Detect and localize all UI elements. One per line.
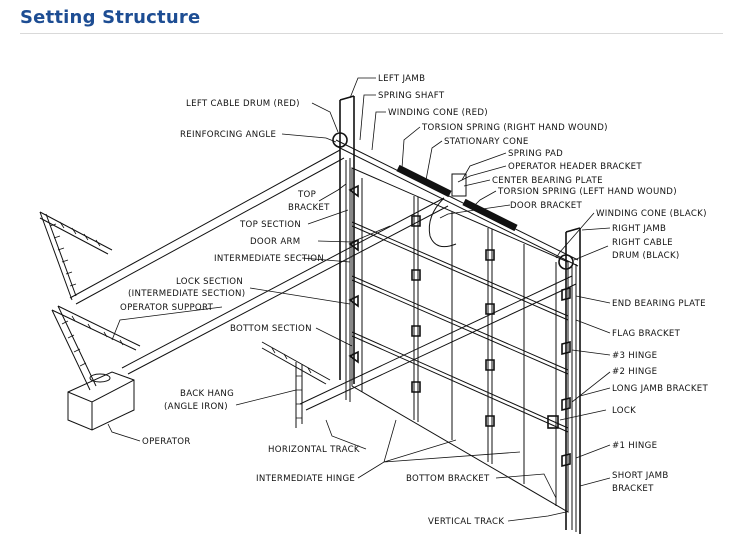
label-operator-support: OPERATOR SUPPORT [120, 303, 214, 313]
leader-lines [107, 77, 611, 522]
label-hinge-3: #3 HINGE [612, 351, 657, 361]
label-lock-section-1: LOCK SECTION [176, 277, 243, 287]
label-bottom-section: BOTTOM SECTION [230, 324, 312, 334]
label-hinge-1: #1 HINGE [612, 441, 657, 451]
page-title: Setting Structure [20, 7, 201, 28]
label-intermediate-section: INTERMEDIATE SECTION [214, 254, 324, 264]
label-right-jamb: RIGHT JAMB [612, 224, 666, 234]
door-drawing [39, 95, 581, 534]
diagram-svg: LEFT JAMB SPRING SHAFT LEFT CABLE DRUM (… [39, 74, 708, 534]
label-hinge-2: #2 HINGE [612, 367, 657, 377]
label-winding-cone-black: WINDING CONE (BLACK) [596, 209, 707, 219]
label-vertical-track: VERTICAL TRACK [428, 517, 504, 527]
label-top-bracket-2: BRACKET [288, 203, 330, 213]
label-long-jamb-bracket: LONG JAMB BRACKET [612, 384, 708, 394]
label-spring-pad: SPRING PAD [508, 149, 563, 159]
hinges [348, 184, 571, 468]
label-operator: OPERATOR [142, 437, 191, 447]
label-stationary-cone: STATIONARY CONE [444, 137, 529, 147]
lock-shape [547, 415, 559, 429]
label-door-bracket: DOOR BRACKET [510, 201, 582, 211]
label-torsion-spring-right: TORSION SPRING (RIGHT HAND WOUND) [421, 123, 608, 133]
spring-shaft-shape [332, 132, 579, 270]
label-top-section: TOP SECTION [239, 220, 301, 230]
label-left-jamb: LEFT JAMB [378, 74, 425, 84]
header: Setting Structure [0, 0, 753, 40]
label-door-arm: DOOR ARM [250, 237, 301, 247]
label-end-bearing-plate: END BEARING PLATE [612, 299, 706, 309]
label-torsion-spring-left: TORSION SPRING (LEFT HAND WOUND) [497, 187, 677, 197]
label-lock: LOCK [612, 406, 636, 416]
horizontal-tracks [69, 149, 577, 411]
back-hang-right [261, 341, 331, 428]
label-operator-header-bracket: OPERATOR HEADER BRACKET [508, 162, 642, 172]
label-back-hang-1: BACK HANG [180, 389, 234, 399]
garage-door-diagram: LEFT JAMB SPRING SHAFT LEFT CABLE DRUM (… [0, 40, 753, 552]
label-top-bracket-1: TOP [297, 190, 316, 200]
label-short-jamb-bracket-1: SHORT JAMB [612, 471, 669, 481]
operator-rail [121, 197, 457, 375]
label-flag-bracket: FLAG BRACKET [612, 329, 681, 339]
label-reinforcing-angle: REINFORCING ANGLE [180, 130, 276, 140]
label-winding-cone-red: WINDING CONE (RED) [388, 108, 488, 118]
operator-unit [67, 371, 135, 431]
label-short-jamb-bracket-2: BRACKET [612, 484, 654, 494]
label-spring-shaft: SPRING SHAFT [378, 91, 445, 101]
label-bottom-bracket: BOTTOM BRACKET [406, 474, 490, 484]
label-right-cable-drum-1: RIGHT CABLE [612, 238, 673, 248]
label-left-cable-drum: LEFT CABLE DRUM (RED) [186, 99, 300, 109]
back-hang-left [39, 211, 113, 301]
label-center-bearing-plate: CENTER BEARING PLATE [492, 176, 603, 186]
label-back-hang-2: (ANGLE IRON) [164, 402, 228, 412]
title-divider [20, 33, 723, 34]
label-horizontal-track: HORIZONTAL TRACK [268, 445, 360, 455]
label-intermediate-hinge: INTERMEDIATE HINGE [256, 474, 355, 484]
diagram-labels: LEFT JAMB SPRING SHAFT LEFT CABLE DRUM (… [120, 74, 708, 527]
label-right-cable-drum-2: DRUM (BLACK) [612, 251, 680, 261]
label-lock-section-2: (INTERMEDIATE SECTION) [128, 289, 245, 299]
vertical-tracks [345, 158, 577, 532]
operator-support-shape [51, 305, 141, 391]
right-jamb-shape [565, 227, 581, 534]
